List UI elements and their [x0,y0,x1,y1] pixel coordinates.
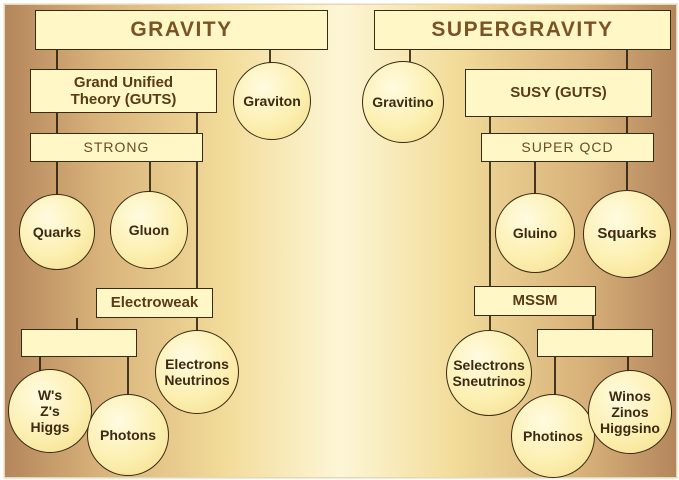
strong-box: STRONG [30,133,203,162]
electrons-node: Electrons Neutrinos [155,330,239,414]
supergravity-box: SUPERGRAVITY [374,10,671,50]
wzh-node: W's Z's Higgs [8,369,92,453]
superqcd-box: SUPER QCD [481,133,654,162]
winos-node: Winos Zinos Higgsino [588,370,672,454]
gluino-node: Gluino [495,193,575,273]
photons-node: Photons [87,394,169,476]
electroweak-box: Electroweak [96,288,213,318]
mssm-empty-box [537,329,653,357]
quarks-node: Quarks [19,194,95,270]
gluon-node: Gluon [110,191,188,269]
susy-box: SUSY (GUTS) [465,69,652,117]
guts-box: Grand Unified Theory (GUTS) [30,69,217,113]
squarks-node: Squarks [583,190,671,278]
photinos-node: Photinos [511,394,595,478]
weak-empty-box [21,329,137,357]
gravity-box: GRAVITY [35,10,328,50]
selectrons-node: Selectrons Sneutrinos [446,330,532,416]
graviton-node: Graviton [233,62,311,140]
mssm-box: MSSM [474,286,596,316]
diagram-canvas: GRAVITY Grand Unified Theory (GUTS) Grav… [4,4,677,478]
gravitino-node: Gravitino [362,61,444,143]
